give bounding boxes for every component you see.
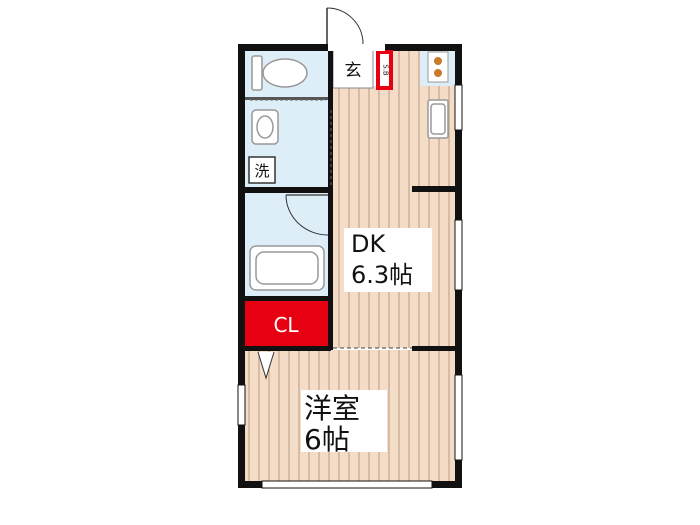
shoe-box-label: S.B [382,64,390,76]
window-right-room [454,374,463,461]
closet-door-swing [257,351,275,380]
outer-wall-top-left [238,44,333,51]
dk-label-bg [344,228,432,292]
outer-wall-left [238,44,245,488]
outer-wall-top-right [384,44,462,51]
stove-icon [427,51,449,83]
washer-box [248,156,276,184]
sink-icon [427,99,449,139]
closet-label: CL [273,313,299,337]
bathroom-door-swing [285,194,329,236]
front-door-gap [328,44,385,51]
western-room-size: 6帖 [304,423,350,456]
washer-label: 洗 [254,162,269,180]
wall-dk-partition [412,186,456,192]
wall-core-right [328,50,333,350]
toilet-icon [251,55,308,91]
window-right-kitchen [454,84,463,131]
closet [241,300,331,346]
entrance-label: 玄 [345,61,362,81]
window-left-room [237,384,246,426]
bathtub-icon [249,245,325,291]
window-bottom [261,480,433,489]
western-room-name: 洋室 [304,392,360,425]
dk-size: 6.3帖 [351,261,413,289]
dk-floor-upper [393,50,420,90]
wall-toilet-wash [245,97,331,100]
western-room-label-bg [301,390,387,452]
front-door-swing [326,7,364,45]
wall-bath-closet [245,296,331,301]
wash-basin-icon [251,109,279,145]
wall-dk-room-right [412,346,456,351]
shoe-box-inner [380,54,389,86]
dk-name: DK [351,230,386,258]
wall-wash-bath [245,187,331,193]
window-right-dk [454,219,463,291]
wall-closet-room [245,346,331,351]
